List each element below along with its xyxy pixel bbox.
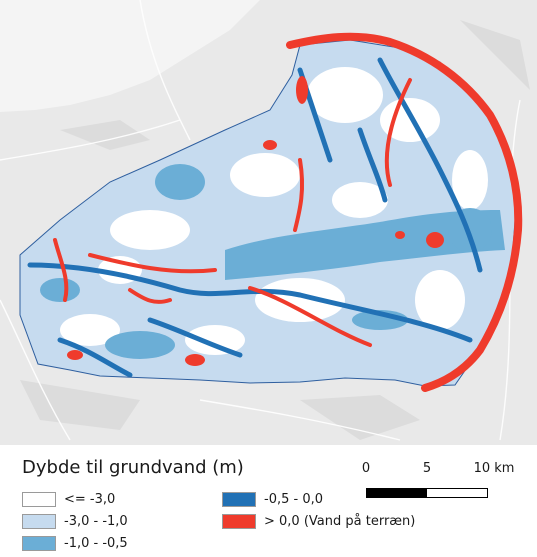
land-patches bbox=[20, 20, 530, 440]
depth-class-deep bbox=[60, 67, 488, 355]
surface-water-patches bbox=[67, 76, 444, 366]
scalebar-segment-black bbox=[366, 488, 427, 498]
legend-item-label: > 0,0 (Vand på terræn) bbox=[264, 513, 416, 529]
legend-item-label: -0,5 - 0,0 bbox=[264, 491, 323, 507]
legend-swatch bbox=[222, 513, 256, 529]
legend-item-label: <= -3,0 bbox=[64, 491, 116, 507]
map-legend: Dybde til grundvand (m) <= -3,0 -3,0 - -… bbox=[0, 445, 537, 557]
legend-item-surface-water: > 0,0 (Vand på terræn) bbox=[222, 512, 415, 530]
scalebar-segment-white bbox=[426, 488, 488, 498]
legend-item-label: -3,0 - -1,0 bbox=[64, 513, 128, 529]
scalebar-label-10km: 10 km bbox=[473, 461, 515, 476]
groundwater-depth-map bbox=[0, 0, 537, 445]
scalebar-label-0: 0 bbox=[361, 461, 371, 476]
legend-item-medium: -1,0 - -0,5 bbox=[22, 534, 128, 552]
legend-item-shallow: -0,5 - 0,0 bbox=[222, 490, 323, 508]
legend-swatch bbox=[22, 513, 56, 529]
sea-area bbox=[0, 0, 260, 112]
legend-swatch bbox=[222, 491, 256, 507]
scalebar-label-5: 5 bbox=[422, 461, 432, 476]
legend-item-deep: <= -3,0 bbox=[22, 490, 115, 508]
legend-item-label: -1,0 - -0,5 bbox=[64, 535, 128, 551]
legend-title: Dybde til grundvand (m) bbox=[22, 457, 244, 478]
depth-class-surface-water bbox=[53, 78, 412, 347]
legend-swatch bbox=[22, 535, 56, 551]
road-lines bbox=[0, 0, 521, 441]
legend-item-moderate: -3,0 - -1,0 bbox=[22, 512, 128, 530]
coastal-surface-water-band bbox=[286, 32, 523, 392]
legend-swatch bbox=[22, 491, 56, 507]
